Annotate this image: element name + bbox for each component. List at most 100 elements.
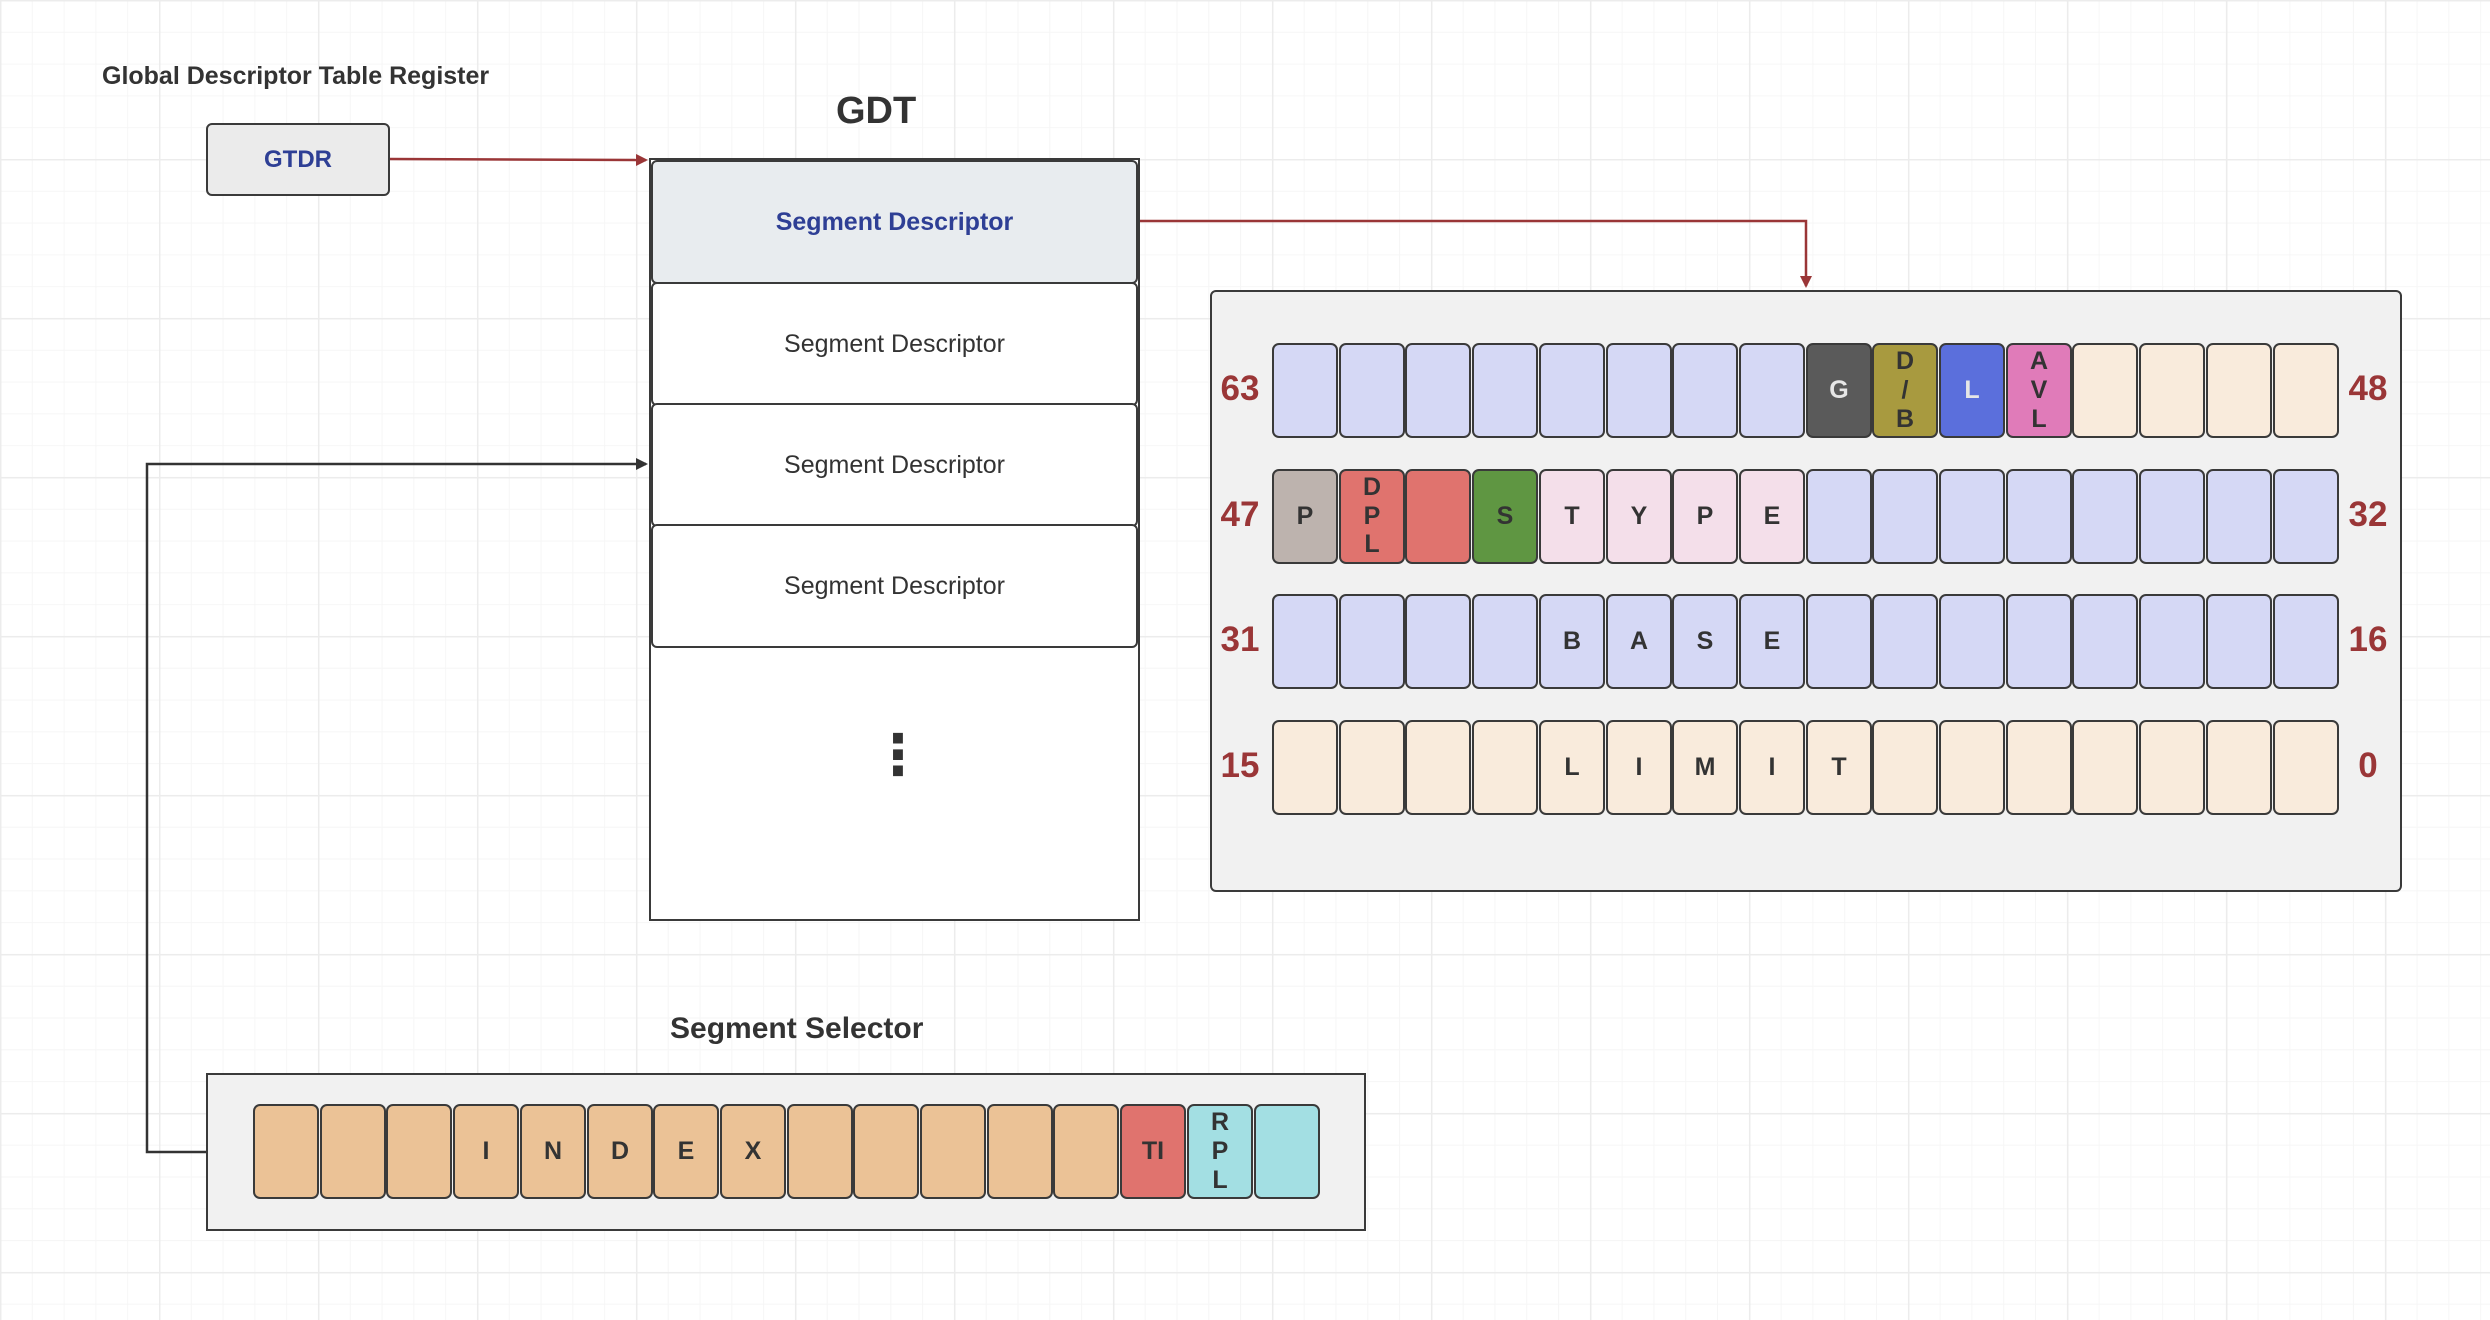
selector-bit-cell: N: [520, 1104, 586, 1199]
gdt-title: GDT: [836, 90, 917, 132]
descriptor-bit-cell: [1739, 343, 1805, 438]
descriptor-bit-cell: [2273, 468, 2339, 564]
descriptor-bit-cell: [1405, 719, 1471, 815]
descriptor-bit-cell: G: [1806, 343, 1872, 438]
gdt-row: Segment Descriptor: [651, 282, 1138, 406]
gtdr-to-gdt-arrow: [389, 153, 648, 166]
descriptor-bit-cell: [1272, 594, 1338, 689]
descriptor-bit-cell: P: [1272, 468, 1338, 564]
descriptor-bit-cell: [2273, 594, 2339, 689]
descriptor-bit-cell: [2006, 594, 2072, 689]
descriptor-bit-cell: [2139, 468, 2205, 564]
descriptor-bit-cell: D / B: [1872, 343, 1938, 438]
descriptor-bit-cell: [1472, 343, 1538, 438]
descriptor-bit-cell: [1405, 468, 1471, 564]
gdt-row: Segment Descriptor: [651, 524, 1138, 648]
bit-number-left: 15: [1220, 745, 1260, 785]
selector-bit-cell: R P L: [1187, 1104, 1253, 1199]
descriptor-bit-cell: [1872, 468, 1938, 564]
descriptor-bit-cell: [1539, 343, 1605, 438]
descriptor-bit-cell: [2072, 468, 2138, 564]
descriptor-bit-cell: D P L: [1339, 468, 1405, 564]
register-caption: Global Descriptor Table Register: [102, 62, 490, 90]
descriptor-bit-cell: [1472, 594, 1538, 689]
descriptor-bit-cell: S: [1472, 468, 1538, 564]
selector-bit-cell: E: [653, 1104, 719, 1199]
descriptor-bit-cell: L: [1539, 719, 1605, 815]
descriptor-bit-cell: E: [1739, 468, 1805, 564]
descriptor-bit-cell: [1872, 594, 1938, 689]
descriptor-bit-cell: [1606, 343, 1672, 438]
descriptor-bit-cell: A: [1606, 594, 1672, 689]
selector-bit-cell: D: [587, 1104, 653, 1199]
selector-index-arrow: [145, 458, 648, 1154]
descriptor-bit-cell: P: [1672, 468, 1738, 564]
selector-bit-cell: I: [453, 1104, 519, 1199]
descriptor-bit-cell: [2006, 719, 2072, 815]
selector-bit-cell: [1053, 1104, 1119, 1199]
descriptor-bit-cell: [2206, 719, 2272, 815]
descriptor-bit-cell: [1872, 719, 1938, 815]
bit-number-right: 0: [2358, 745, 2378, 785]
selector-bit-cell: TI: [1120, 1104, 1186, 1199]
descriptor-bit-cell: [1272, 343, 1338, 438]
gdt-row-selected: Segment Descriptor: [651, 160, 1138, 284]
descriptor-bit-cell: [1806, 468, 1872, 564]
descriptor-bit-cell: B: [1539, 594, 1605, 689]
descriptor-detail-arrow: [1138, 219, 1812, 288]
descriptor-bit-cell: [2139, 594, 2205, 689]
descriptor-bit-cell: S: [1672, 594, 1738, 689]
bit-number-left: 47: [1220, 494, 1260, 534]
selector-bit-cell: [853, 1104, 919, 1199]
descriptor-bit-cell: A V L: [2006, 343, 2072, 438]
descriptor-bit-cell: I: [1606, 719, 1672, 815]
descriptor-bit-cell: [1939, 594, 2005, 689]
descriptor-bit-cell: L: [1939, 343, 2005, 438]
descriptor-bit-cell: T: [1539, 468, 1605, 564]
descriptor-bit-cell: [1405, 343, 1471, 438]
descriptor-bit-cell: T: [1806, 719, 1872, 815]
bit-number-right: 16: [2348, 620, 2388, 659]
descriptor-bit-cell: [2139, 343, 2205, 438]
descriptor-bit-cell: [2273, 343, 2339, 438]
gtdr-box: GTDR: [206, 123, 390, 196]
bit-number-right: 48: [2348, 369, 2388, 408]
descriptor-bit-cell: [2139, 719, 2205, 815]
descriptor-bit-cell: I: [1739, 719, 1805, 815]
selector-bit-cell: [987, 1104, 1053, 1199]
selector-bit-cell: [787, 1104, 853, 1199]
descriptor-bit-cell: [1339, 594, 1405, 689]
bit-number-left: 31: [1220, 620, 1260, 659]
selector-bit-cell: X: [720, 1104, 786, 1199]
descriptor-bit-cell: [2273, 719, 2339, 815]
descriptor-bit-cell: M: [1672, 719, 1738, 815]
descriptor-bit-cell: [1272, 719, 1338, 815]
selector-bit-cell: [320, 1104, 386, 1199]
descriptor-bit-cell: [1405, 594, 1471, 689]
descriptor-bit-cell: [1339, 343, 1405, 438]
descriptor-bit-cell: [2206, 468, 2272, 564]
gdt-row: Segment Descriptor: [651, 403, 1138, 527]
descriptor-bit-cell: [2206, 594, 2272, 689]
descriptor-bit-cell: E: [1739, 594, 1805, 689]
descriptor-bit-cell: [2206, 343, 2272, 438]
descriptor-bit-cell: [1339, 719, 1405, 815]
gdt-ellipsis: ⋮: [870, 723, 926, 786]
descriptor-bit-cell: [2072, 594, 2138, 689]
descriptor-bit-cell: [1806, 594, 1872, 689]
descriptor-bit-cell: Y: [1606, 468, 1672, 564]
selector-title: Segment Selector: [670, 1012, 924, 1045]
descriptor-bit-cell: [2006, 468, 2072, 564]
descriptor-bit-cell: [1472, 719, 1538, 815]
selector-bit-cell: [1254, 1104, 1320, 1199]
descriptor-bit-cell: [1672, 343, 1738, 438]
descriptor-bit-cell: [1939, 719, 2005, 815]
descriptor-bit-cell: [1939, 468, 2005, 564]
selector-bit-cell: [920, 1104, 986, 1199]
bit-number-left: 63: [1220, 369, 1260, 408]
selector-bit-cell: [386, 1104, 452, 1199]
descriptor-bit-cell: [2072, 719, 2138, 815]
descriptor-bit-cell: [2072, 343, 2138, 438]
selector-bit-cell: [253, 1104, 319, 1199]
